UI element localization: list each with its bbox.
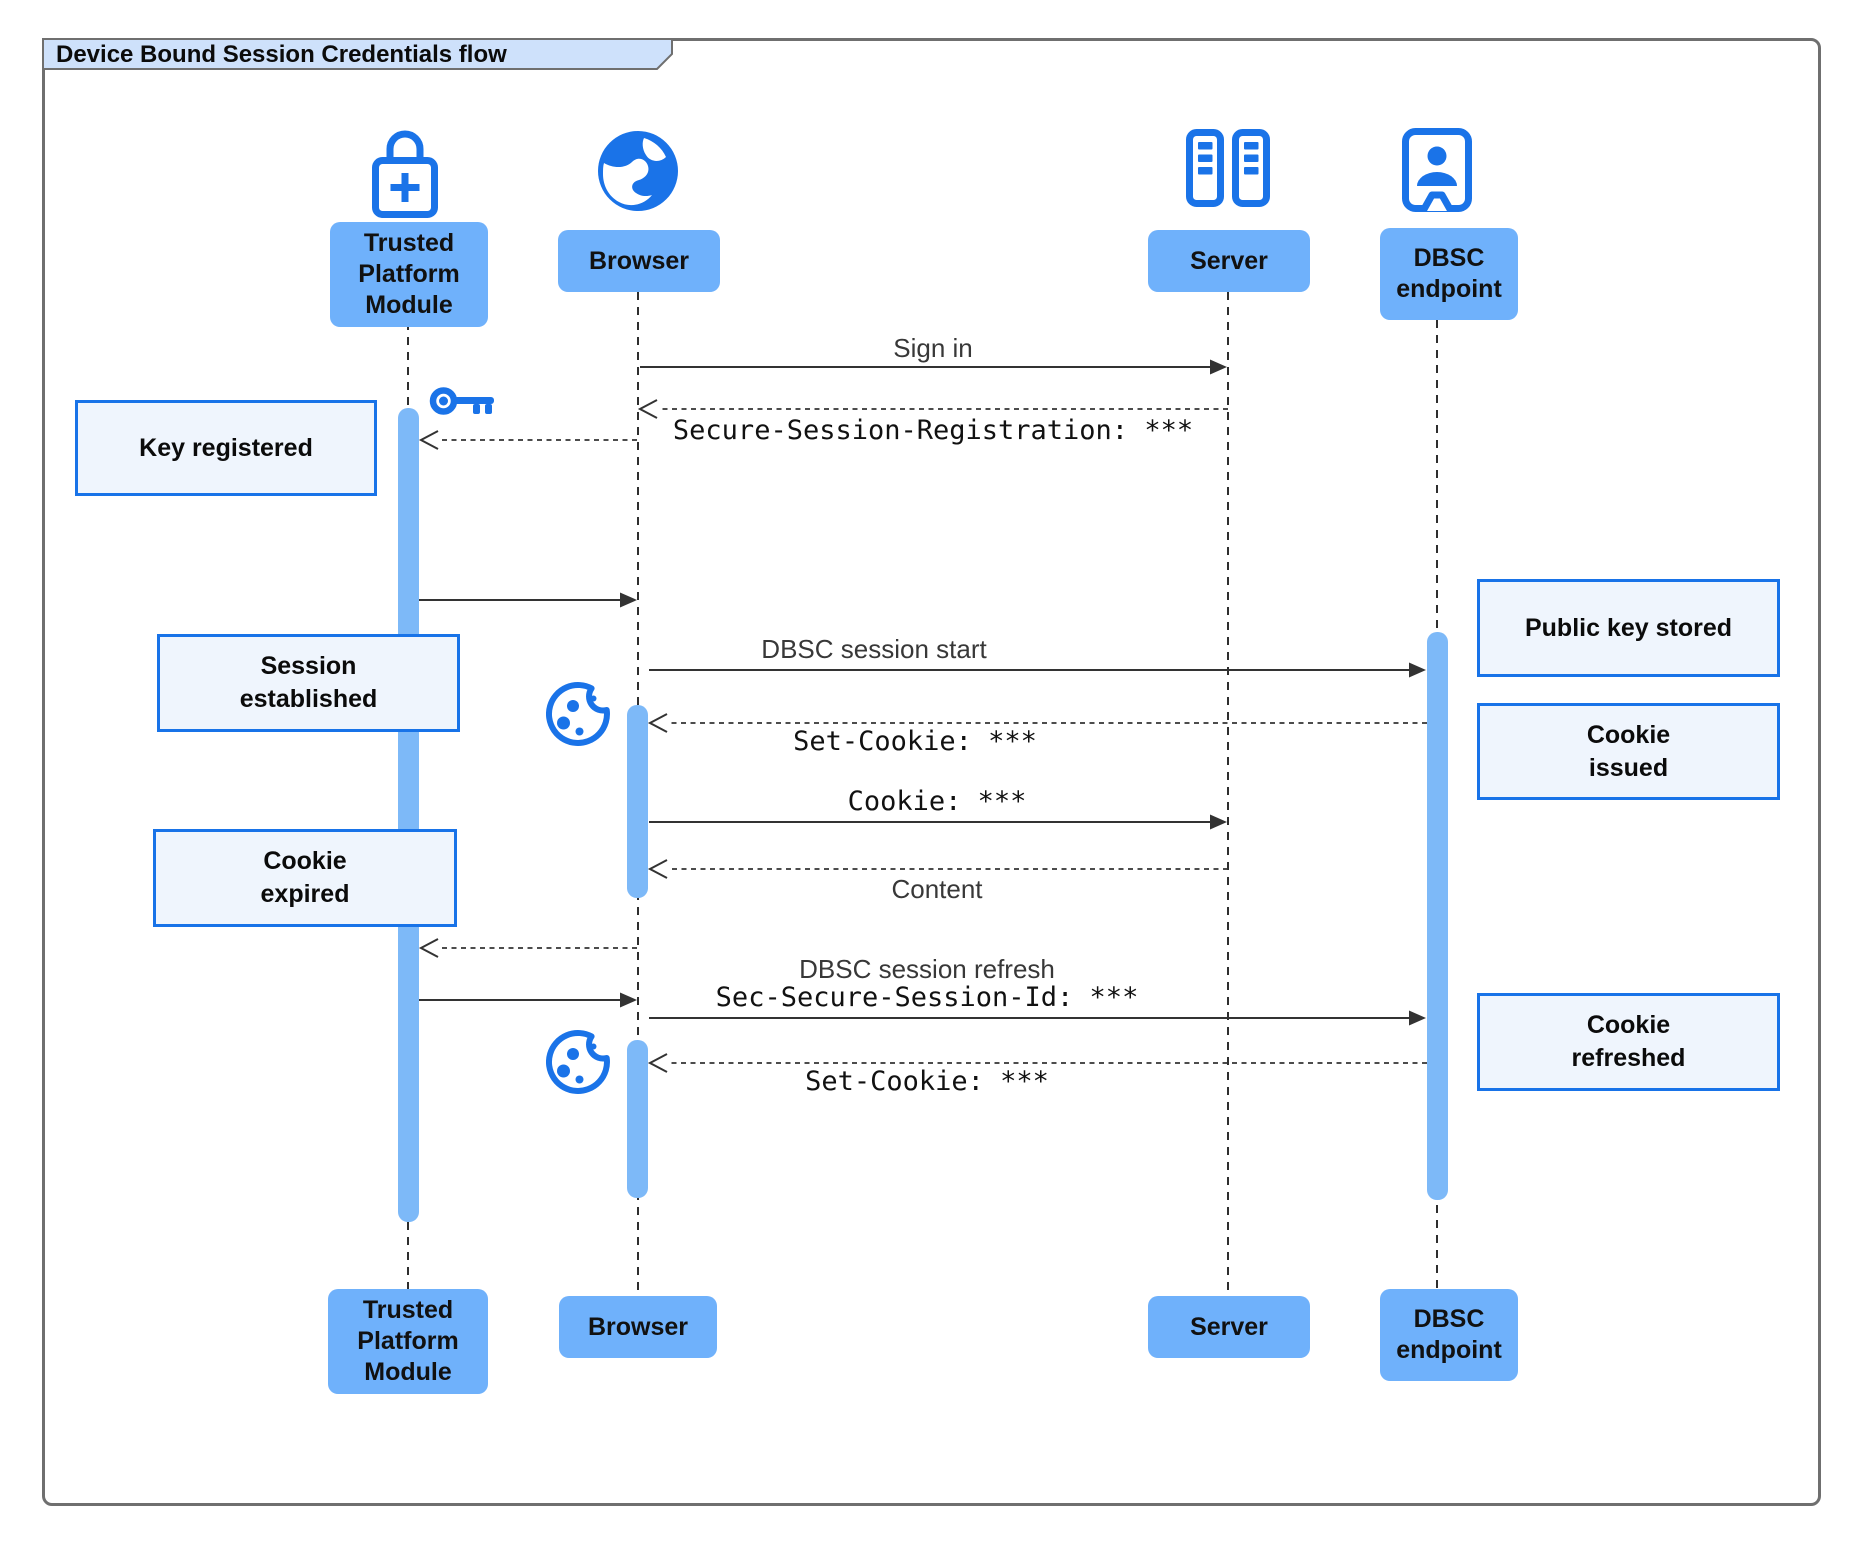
arrow-dbsc-session-start [649, 662, 1426, 678]
arrow-tpm-to-browser-sign [419, 992, 637, 1008]
arrow-browser-to-tpm-register [418, 430, 637, 450]
actor-label-browser-bottom: Browser [559, 1296, 717, 1358]
arrow-dbsc-session-refresh [649, 1010, 1426, 1026]
message-cookie: Cookie: *** [847, 786, 1027, 817]
arrow-set-cookie-1 [647, 713, 1427, 733]
arrow-secure-session-registration [637, 399, 1228, 419]
diagram-frame [42, 38, 1821, 1506]
arrow-content [647, 859, 1228, 879]
lock-plus-icon [372, 124, 438, 218]
actor-label-dbsc-bottom: DBSC endpoint [1380, 1289, 1518, 1381]
note-session-established: Session established [157, 634, 460, 732]
globe-icon [598, 131, 678, 211]
arrow-set-cookie-2 [647, 1053, 1427, 1073]
cookie-icon [546, 678, 614, 748]
message-dbsc-session-start: DBSC session start [761, 634, 987, 664]
server-rack-icon [1186, 129, 1270, 207]
activation-bars [398, 408, 1448, 1222]
note-cookie-refreshed: Cookie refreshed [1477, 993, 1780, 1091]
arrow-cookie [649, 814, 1227, 830]
note-cookie-issued: Cookie issued [1477, 703, 1780, 800]
actor-label-server-top: Server [1148, 230, 1310, 292]
arrow-tpm-to-browser-key [419, 592, 637, 608]
title-tab [42, 38, 673, 70]
cookie-icon [546, 1026, 614, 1096]
arrow-sign-in [640, 359, 1227, 375]
arrow-browser-to-tpm-sign [418, 938, 637, 958]
activation-bar-dbsc [1427, 632, 1448, 1200]
diagram-title: Device Bound Session Credentials flow [56, 41, 507, 68]
note-public-key-stored: Public key stored [1477, 579, 1780, 677]
message-sign-in: Sign in [893, 333, 973, 363]
person-badge-icon [1402, 128, 1472, 212]
activation-bar-tpm [398, 408, 419, 1222]
message-content: Content [891, 874, 983, 904]
message-set-cookie-2: Set-Cookie: *** [805, 1066, 1049, 1097]
actor-label-browser-top: Browser [558, 230, 720, 292]
activation-bar-browser-1 [627, 705, 648, 898]
message-set-cookie-1: Set-Cookie: *** [793, 726, 1037, 757]
key-icon [428, 374, 500, 424]
actor-label-tpm-bottom: Trusted Platform Module [328, 1289, 488, 1394]
actor-label-dbsc-top: DBSC endpoint [1380, 228, 1518, 320]
note-cookie-expired: Cookie expired [153, 829, 457, 927]
activation-bar-browser-2 [627, 1040, 648, 1198]
message-secure-session-registration: Secure-Session-Registration: *** [672, 415, 1194, 446]
actor-label-tpm-top: Trusted Platform Module [330, 222, 488, 327]
note-key-registered: Key registered [75, 400, 377, 496]
actor-label-server-bottom: Server [1148, 1296, 1310, 1358]
message-dbsc-session-refresh: DBSC session refresh [799, 954, 1055, 984]
message-sec-secure-session-id: Sec-Secure-Session-Id: *** [715, 982, 1139, 1013]
